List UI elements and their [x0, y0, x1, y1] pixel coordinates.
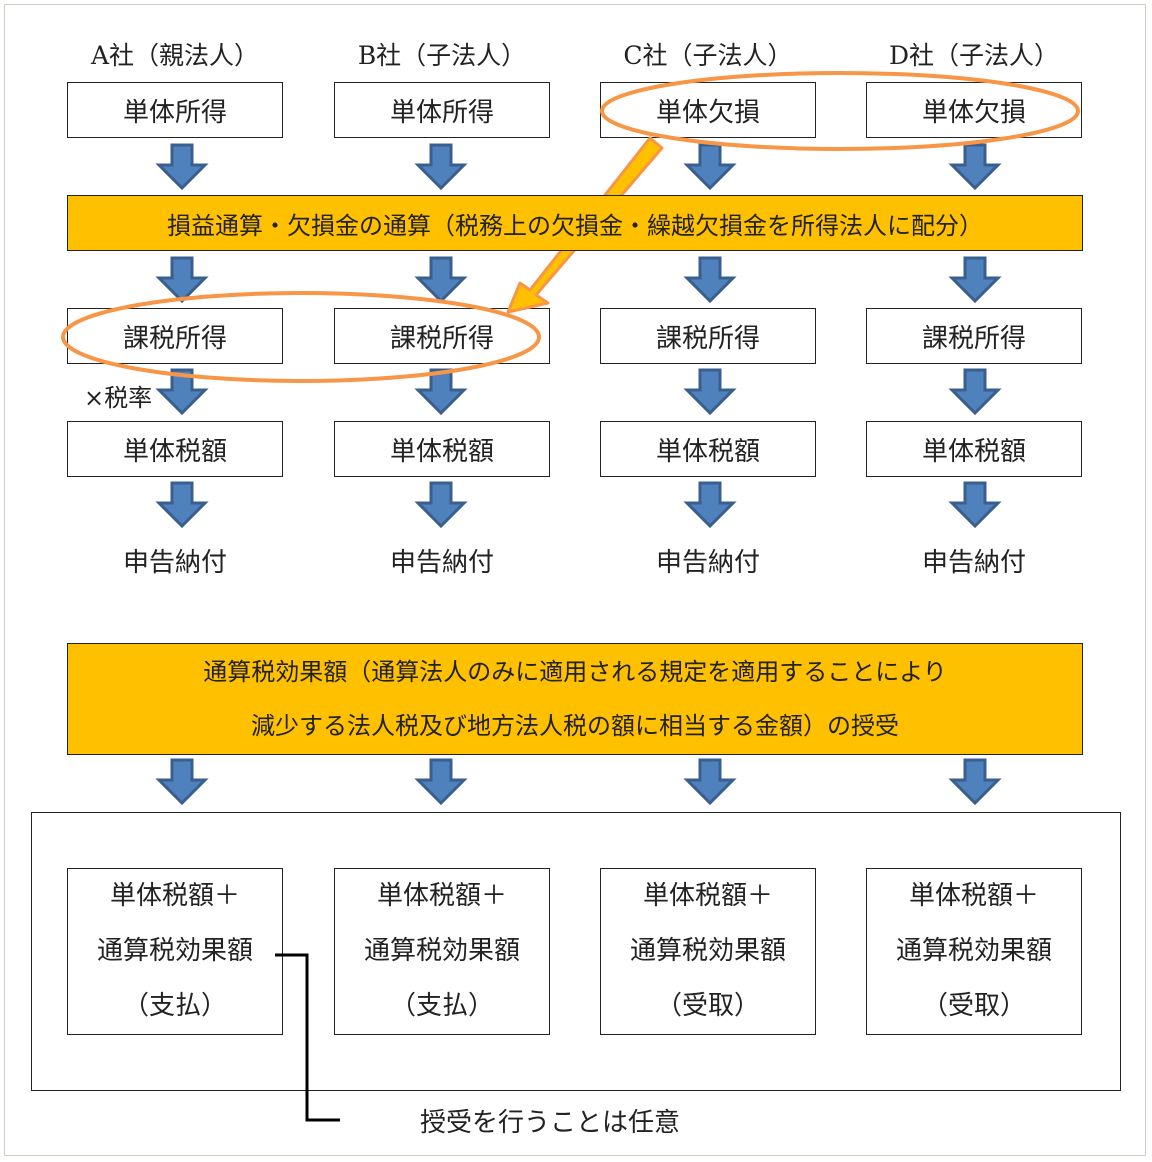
filing-label: 申告納付 [921, 548, 1026, 578]
standalone-tax-box: 単体税額 [334, 421, 550, 477]
company-header: A社（親法人） [90, 41, 260, 70]
settlement-line1: 単体税額＋ [908, 881, 1039, 911]
standalone-result-text: 単体所得 [122, 97, 227, 128]
frame [4, 4, 1146, 1156]
filing-label: 申告納付 [655, 548, 760, 578]
taxable-income-text: 課税所得 [921, 323, 1026, 354]
taxable-income-box: 課税所得 [600, 308, 816, 364]
settlement-box: 単体税額＋ 通算税効果額 （支払） [334, 868, 550, 1035]
company-header: D社（子法人） [888, 41, 1060, 70]
tax-effect-line2: 減少する法人税及び地方法人税の額に相当する金額）の授受 [251, 712, 899, 740]
loss-offset-text: 損益通算・欠損金の通算（税務上の欠損金・繰越欠損金を所得法人に配分） [167, 211, 983, 240]
settlement-line3: （受取） [655, 991, 760, 1021]
standalone-tax-text: 単体税額 [122, 436, 227, 467]
tax-effect-line1: 通算税効果額（通算法人のみに適用される規定を適用することにより [203, 658, 947, 686]
standalone-tax-text: 単体税額 [921, 436, 1026, 467]
settlement-group [31, 812, 1121, 1091]
standalone-result-text: 単体所得 [389, 97, 494, 128]
company-header: B社（子法人） [357, 41, 527, 70]
company-header: C社（子法人） [623, 41, 793, 70]
settlement-box: 単体税額＋ 通算税効果額 （支払） [67, 868, 283, 1035]
settlement-line1: 単体税額＋ [376, 881, 507, 911]
standalone-result-box: 単体所得 [67, 82, 283, 138]
standalone-result-box: 単体所得 [334, 82, 550, 138]
standalone-tax-text: 単体税額 [655, 436, 760, 467]
standalone-tax-box: 単体税額 [600, 421, 816, 477]
settlement-line3: （支払） [389, 991, 494, 1021]
optional-note: 授受を行うことは任意 [420, 1108, 681, 1138]
settlement-line3: （受取） [921, 991, 1026, 1021]
settlement-line3: （支払） [122, 991, 227, 1021]
filing-label: 申告納付 [389, 548, 494, 578]
settlement-line1: 単体税額＋ [109, 881, 240, 911]
settlement-line2: 通算税効果額 [629, 936, 786, 966]
settlement-line2: 通算税効果額 [895, 936, 1052, 966]
settlement-box: 単体税額＋ 通算税効果額 （受取） [600, 868, 816, 1035]
settlement-line2: 通算税効果額 [363, 936, 520, 966]
taxable-income-box: 課税所得 [866, 308, 1082, 364]
settlement-line2: 通算税効果額 [96, 936, 253, 966]
filing-label: 申告納付 [122, 548, 227, 578]
standalone-tax-box: 単体税額 [67, 421, 283, 477]
standalone-tax-text: 単体税額 [389, 436, 494, 467]
settlement-box: 単体税額＋ 通算税効果額 （受取） [866, 868, 1082, 1035]
tax-rate-label: ×税率 [84, 384, 153, 412]
standalone-tax-box: 単体税額 [866, 421, 1082, 477]
loss-offset-band: 損益通算・欠損金の通算（税務上の欠損金・繰越欠損金を所得法人に配分） [67, 195, 1083, 251]
settlement-line1: 単体税額＋ [642, 881, 773, 911]
taxable-income-text: 課税所得 [655, 323, 760, 354]
tax-effect-band: 通算税効果額（通算法人のみに適用される規定を適用することにより 減少する法人税及… [67, 643, 1083, 755]
